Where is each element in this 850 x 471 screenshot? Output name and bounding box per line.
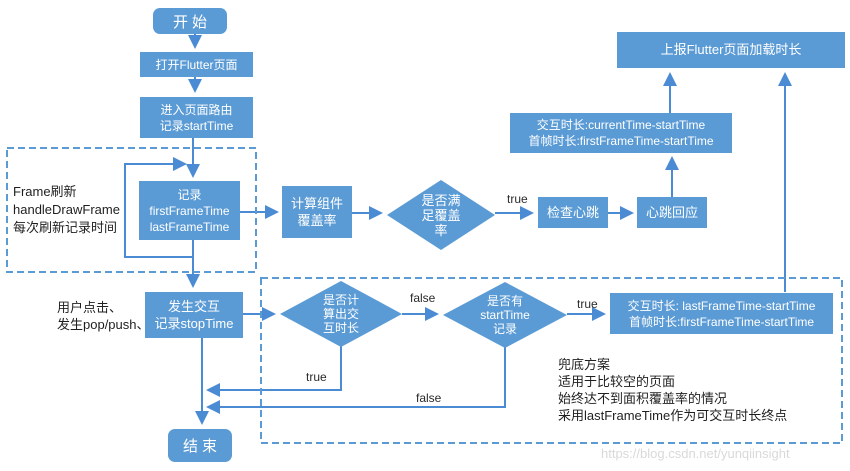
fallback-plan-note: 兜底方案 适用于比较空的页面 始终达不到面积覆盖率的情况 采用lastFrame… bbox=[558, 356, 787, 424]
start-node: 开始 bbox=[153, 8, 227, 34]
record-line3: lastFrameTime bbox=[149, 219, 230, 234]
duration-current-line2: 首帧时长:firstFrameTime-startTime bbox=[528, 134, 714, 148]
calc-true-label: true bbox=[306, 370, 327, 384]
coverage-calc-node: 计算组件 覆盖率 bbox=[282, 186, 352, 238]
user-note-line1: 用户点击、 bbox=[57, 300, 123, 315]
record-line2: firstFrameTime bbox=[149, 203, 230, 218]
fallback-line2: 适用于比较空的页面 bbox=[558, 374, 676, 389]
starttime-false-label: false bbox=[416, 391, 442, 405]
calc-check-line1: 是否计 bbox=[322, 293, 359, 307]
start-label: 开始 bbox=[172, 13, 211, 31]
heartbeat-check-node: 检查心跳 bbox=[538, 197, 608, 228]
fallback-line4: 采用lastFrameTime作为可交互时长终点 bbox=[558, 408, 788, 423]
coverage-check-line2: 足覆盖 bbox=[421, 207, 461, 223]
fallback-group-border bbox=[260, 277, 843, 444]
fallback-line3: 始终达不到面积覆盖率的情况 bbox=[558, 391, 728, 406]
duration-current-line1: 交互时长:currentTime-startTime bbox=[536, 118, 706, 132]
edge-calccheck-true-merge bbox=[206, 346, 342, 397]
calc-check-line2: 算出交 bbox=[322, 307, 359, 321]
edge-frame-loop bbox=[124, 157, 193, 258]
interaction-node: 发生交互 记录stopTime bbox=[145, 292, 243, 338]
starttime-check-line2: startTime bbox=[480, 308, 530, 322]
coverage-check-line1: 是否满 bbox=[421, 192, 461, 208]
open-flutter-label: 打开Flutter页面 bbox=[155, 57, 238, 72]
user-note-line2: 发生pop/push、 bbox=[57, 317, 150, 332]
starttime-check-line1: 是否有 bbox=[486, 294, 523, 308]
record-frame-node: 记录 firstFrameTime lastFrameTime bbox=[139, 181, 240, 240]
enter-route-line2: 记录startTime bbox=[159, 118, 234, 133]
coverage-true-label: true bbox=[507, 192, 528, 206]
interaction-line1: 发生交互 bbox=[167, 299, 220, 314]
duration-current-node: 交互时长:currentTime-startTime 首帧时长:firstFra… bbox=[510, 113, 732, 153]
frame-refresh-note: Frame刷新 handleDrawFrame 每次刷新记录时间 bbox=[13, 183, 120, 237]
interaction-line2: 记录stopTime bbox=[154, 316, 234, 331]
calc-check-line3: 互时长 bbox=[322, 321, 359, 335]
report-load-time-node: 上报Flutter页面加载时长 bbox=[617, 32, 845, 68]
frame-note-line3: 每次刷新记录时间 bbox=[13, 220, 118, 235]
duration-last-node: 交互时长: lastFrameTime-startTime 首帧时长:first… bbox=[610, 293, 833, 334]
enter-route-node: 进入页面路由 记录startTime bbox=[140, 97, 253, 138]
end-label: 结束 bbox=[182, 438, 221, 455]
heartbeat-response-label: 心跳回应 bbox=[645, 204, 698, 220]
watermark-url: https://blog.csdn.net/yunqiinsight bbox=[601, 446, 790, 461]
frame-refresh-group-border bbox=[6, 147, 257, 273]
coverage-line2: 覆盖率 bbox=[297, 213, 337, 228]
end-node: 结束 bbox=[168, 429, 232, 462]
user-action-note: 用户点击、 发生pop/push、 bbox=[57, 299, 150, 333]
starttime-check-line3: 记录 bbox=[492, 322, 517, 336]
heartbeat-response-node: 心跳回应 bbox=[637, 197, 707, 228]
report-label: 上报Flutter页面加载时长 bbox=[660, 42, 802, 57]
starttime-true-label: true bbox=[577, 297, 598, 311]
frame-note-line1: Frame刷新 bbox=[13, 184, 77, 199]
frame-note-line2: handleDrawFrame bbox=[13, 202, 120, 217]
duration-last-line2: 首帧时长:firstFrameTime-startTime bbox=[628, 314, 815, 329]
coverage-check-line3: 率 bbox=[434, 222, 448, 238]
record-line1: 记录 bbox=[177, 187, 202, 202]
heartbeat-check-label: 检查心跳 bbox=[546, 204, 599, 220]
edge-starttimecheck-false-merge bbox=[206, 347, 506, 414]
coverage-line1: 计算组件 bbox=[290, 196, 343, 211]
open-flutter-node: 打开Flutter页面 bbox=[140, 52, 253, 77]
fallback-line1: 兜底方案 bbox=[558, 357, 611, 372]
duration-last-line1: 交互时长: lastFrameTime-startTime bbox=[627, 298, 816, 313]
enter-route-line1: 进入页面路由 bbox=[160, 102, 233, 117]
calc-false-label: false bbox=[410, 291, 436, 305]
